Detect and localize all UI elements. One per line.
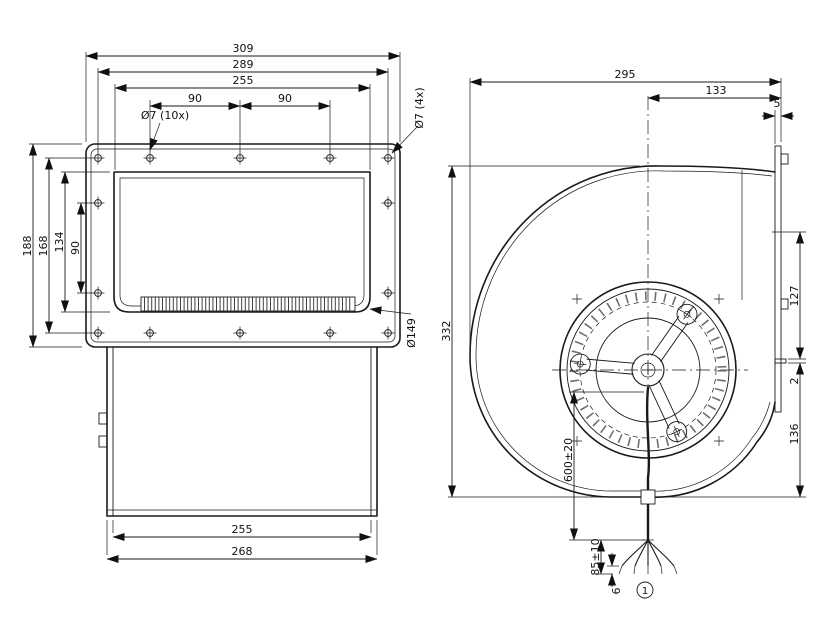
dim-strip-length: 85±10 [589, 538, 613, 576]
dim-flange-height-label: 168 [37, 236, 50, 257]
dim-outlet-outer-width-label: 268 [232, 545, 253, 558]
note-holes-4x: Ø7 (4x) [391, 87, 426, 154]
dim-outlet-height-label: 127 [788, 286, 801, 307]
dim-opening-width: 255 [114, 74, 371, 170]
motor-hub [631, 353, 665, 387]
dim-outlet-inner-width: 255 [112, 520, 372, 541]
housing-front [98, 346, 378, 517]
housing-tab [98, 412, 108, 425]
dim-flange-lip-label: 5 [774, 97, 781, 110]
dim-overall-width-label: 309 [233, 42, 254, 55]
outlet-lip [774, 358, 787, 364]
mounting-flange [85, 143, 401, 348]
front-view: 309 289 255 90 90 Ø7 (10x) Ø7 (4x) [21, 42, 426, 563]
dim-lip-label: 2 [788, 378, 801, 385]
dim-overall-depth: 295 [469, 68, 782, 350]
dim-flange-width-label: 289 [233, 58, 254, 71]
dim-cable-length: 600±20 [562, 391, 645, 541]
flange-clip [780, 153, 789, 165]
note-holes-4x-label: Ø7 (4x) [413, 87, 426, 128]
dim-tip-length: 6 [607, 553, 623, 595]
dim-flange-width: 289 [97, 58, 389, 152]
flange-clip [780, 298, 789, 310]
dim-opening-height: 134 [53, 171, 110, 313]
dim-flange-lip: 5 [762, 97, 794, 144]
dim-strip-length-label: 85±10 [589, 538, 602, 575]
note-holes-10x: Ø7 (10x) [141, 109, 189, 151]
dim-lower-height-label: 136 [788, 424, 801, 445]
dim-hole-pitch-right-label: 90 [278, 92, 292, 105]
note-holes-10x-label: Ø7 (10x) [141, 109, 189, 122]
dim-outlet-outer-width: 268 [106, 520, 378, 563]
dim-overall-height-label: 188 [21, 236, 34, 257]
dim-side-hole-pitch-label: 90 [69, 241, 82, 255]
cable [618, 386, 678, 575]
dim-overall-depth-label: 295 [615, 68, 636, 81]
dim-center-to-flange-label: 133 [706, 84, 727, 97]
note-inlet-diameter-label: Ø149 [405, 318, 418, 348]
dim-opening-width-label: 255 [233, 74, 254, 87]
dim-side-overall-height: 332 [440, 165, 640, 498]
dim-side-hole-pitch: 90 [69, 202, 92, 294]
housing-tab [98, 435, 108, 448]
dim-overall-width: 309 [85, 42, 401, 142]
cable-callout: 1 [636, 581, 654, 599]
dim-hole-pitch-left-label: 90 [188, 92, 202, 105]
dim-opening-height-label: 134 [53, 232, 66, 253]
dim-side-overall-height-label: 332 [440, 321, 453, 342]
dim-tip-length-label: 6 [610, 588, 623, 595]
dim-overall-height: 188 [21, 143, 82, 348]
dim-outlet-height: 127 2 136 [660, 231, 806, 498]
callout-1-label: 1 [642, 586, 648, 597]
side-view: 1 295 133 5 332 127 2 [440, 68, 806, 599]
note-inlet-diameter: Ø149 [369, 306, 418, 348]
dim-center-to-flange: 133 [647, 84, 782, 102]
scroll-housing [469, 145, 806, 498]
cable-grommet [640, 489, 656, 505]
dim-hole-pitch: 90 90 [149, 92, 331, 152]
outlet-flange [774, 145, 782, 413]
dim-outlet-inner-width-label: 255 [232, 523, 253, 536]
dim-cable-length-label: 600±20 [562, 438, 575, 482]
dim-flange-height: 168 [37, 157, 92, 334]
